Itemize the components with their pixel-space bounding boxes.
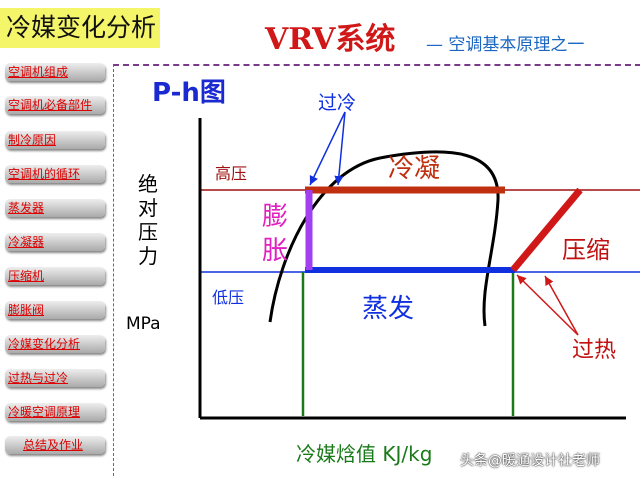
section-title: 冷媒变化分析 [0,8,160,48]
nav-item[interactable]: 冷暖空调原理 [5,403,105,421]
main-title: VRV系统 [265,22,396,57]
evaporation-label: 蒸发 [362,294,415,324]
nav-item[interactable]: 冷媒变化分析 [5,335,105,353]
high-pressure-label: 高压 [215,164,248,183]
content-frame [113,64,640,476]
nav-item[interactable]: 过热与过冷 [5,369,105,387]
nav-item[interactable]: 空调机必备部件 [5,96,105,114]
nav-item[interactable]: 空调机组成 [5,63,105,81]
watermark: 头条@暖通设计社老师 [460,453,600,469]
nav-item[interactable]: 蒸发器 [5,199,105,217]
superheat-label: 过热 [572,338,617,363]
compression-line [510,187,583,273]
saturation-dome [268,150,500,327]
nav-item[interactable]: 总结及作业 [5,436,105,454]
diagram-title: P-h图 [152,78,226,108]
nav-item[interactable]: 空调机的循环 [5,165,105,183]
subtitle: — 空调基本原理之一 [426,35,585,55]
low-pressure-label: 低压 [212,288,245,307]
superheat-arrow [516,274,579,336]
superheat-arrow [544,275,579,336]
expansion-label: 膨胀 [262,202,289,266]
subcool-arrow [334,111,346,186]
x-axis-label: 冷媒焓值 KJ/kg [296,442,433,466]
nav-item[interactable]: 压缩机 [5,267,105,285]
y-axis-label: 绝对压力 [138,172,158,268]
nav-item[interactable]: 冷凝器 [5,233,105,251]
subcool-arrow [309,111,346,186]
nav-item[interactable]: 膨胀阀 [5,301,105,319]
compression-label: 压缩 [562,236,610,264]
condensation-label: 冷凝 [388,154,441,184]
nav-item[interactable]: 制冷原因 [5,131,105,149]
subcooling-label: 过冷 [318,92,357,114]
y-unit: MPa [126,314,161,334]
